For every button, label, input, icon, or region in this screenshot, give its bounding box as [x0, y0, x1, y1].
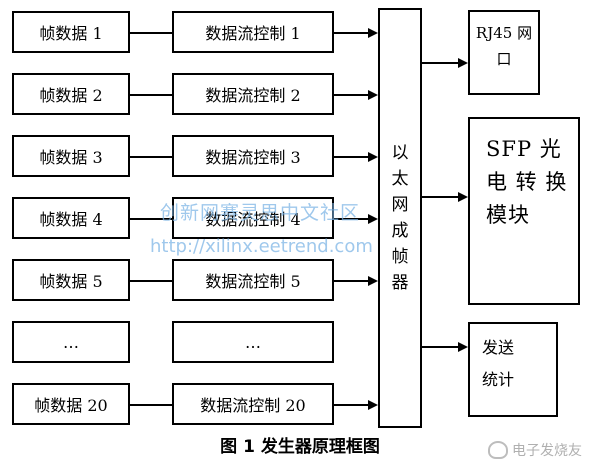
connector-line: [130, 404, 172, 406]
frame-data-box-2: 帧数据 2: [12, 73, 130, 115]
framer-char: 器: [391, 273, 409, 293]
connector-line: [130, 280, 172, 282]
arrow-right-icon: [458, 58, 468, 68]
framer-char: 网: [391, 195, 409, 215]
logo-mark-icon: [488, 441, 508, 459]
arrow-right-icon: [368, 400, 378, 410]
logo-text: 电子发烧友: [512, 443, 582, 459]
connector-line: [130, 218, 172, 220]
arrow-right-icon: [458, 192, 468, 202]
connector-line: [334, 280, 368, 282]
framer-char: 成: [391, 221, 409, 241]
connector-line: [334, 32, 368, 34]
frame-data-box-20: 帧数据 20: [12, 383, 130, 425]
frame-data-label: 帧数据 1: [39, 24, 103, 43]
frame-data-label: …: [63, 332, 79, 352]
flow-control-label: …: [245, 332, 261, 352]
flow-control-label: 数据流控制 1: [205, 24, 301, 43]
watermark-text: 创新网赛灵思中文社区: [160, 202, 361, 224]
flow-control-box-2: 数据流控制 2: [172, 73, 334, 115]
frame-data-box-4: 帧数据 4: [12, 197, 130, 239]
connector-line: [422, 196, 458, 198]
arrow-right-icon: [368, 152, 378, 162]
arrow-right-icon: [368, 28, 378, 38]
transmit-stats-box: 发送 统计: [468, 322, 558, 417]
frame-data-label: 帧数据 2: [39, 86, 103, 105]
frame-data-box-ellipsis: …: [12, 321, 130, 363]
watermark-url: http://xilinx.eetrend.com: [150, 236, 373, 257]
connector-line: [334, 218, 368, 220]
arrow-right-icon: [368, 90, 378, 100]
rj45-label: RJ45 网 口: [475, 24, 533, 68]
arrow-right-icon: [368, 276, 378, 286]
frame-data-label: 帧数据 4: [39, 210, 103, 229]
connector-line: [130, 156, 172, 158]
framer-char: 太: [391, 169, 409, 189]
frame-data-label: 帧数据 3: [39, 148, 103, 167]
flow-control-label: 数据流控制 5: [205, 272, 301, 291]
figure-caption: 图 1 发生器原理框图: [220, 437, 380, 457]
rj45-port-box: RJ45 网 口: [468, 10, 540, 95]
stats-label: 发送 统计: [482, 338, 515, 389]
flow-control-box-5: 数据流控制 5: [172, 259, 334, 301]
flow-control-label: 数据流控制 4: [205, 210, 301, 229]
connector-line: [422, 62, 458, 64]
flow-control-box-4: 数据流控制 4: [172, 197, 334, 239]
flow-control-box-20: 数据流控制 20: [172, 383, 334, 425]
frame-data-box-1: 帧数据 1: [12, 11, 130, 53]
ethernet-framer-box: 以 太 网 成 帧 器: [378, 8, 422, 428]
flow-control-label: 数据流控制 20: [200, 396, 306, 415]
flow-control-label: 数据流控制 2: [205, 86, 301, 105]
connector-line: [130, 94, 172, 96]
framer-char: 以: [391, 143, 409, 163]
connector-line: [422, 346, 458, 348]
arrow-right-icon: [458, 342, 468, 352]
connector-line: [334, 404, 368, 406]
arrow-right-icon: [368, 214, 378, 224]
logo: 电子发烧友: [488, 440, 582, 460]
frame-data-box-3: 帧数据 3: [12, 135, 130, 177]
frame-data-label: 帧数据 20: [34, 396, 108, 415]
sfp-module-box: SFP 光 电 转 换 模块: [468, 117, 580, 305]
flow-control-box-1: 数据流控制 1: [172, 11, 334, 53]
framer-char: 帧: [391, 247, 409, 267]
flow-control-box-ellipsis: …: [172, 321, 334, 363]
connector-line: [130, 32, 172, 34]
frame-data-label: 帧数据 5: [39, 272, 103, 291]
sfp-label: SFP 光 电 转 换 模块: [486, 137, 568, 227]
frame-data-box-5: 帧数据 5: [12, 259, 130, 301]
flow-control-box-3: 数据流控制 3: [172, 135, 334, 177]
flow-control-label: 数据流控制 3: [205, 148, 301, 167]
connector-line: [334, 94, 368, 96]
connector-line: [334, 156, 368, 158]
